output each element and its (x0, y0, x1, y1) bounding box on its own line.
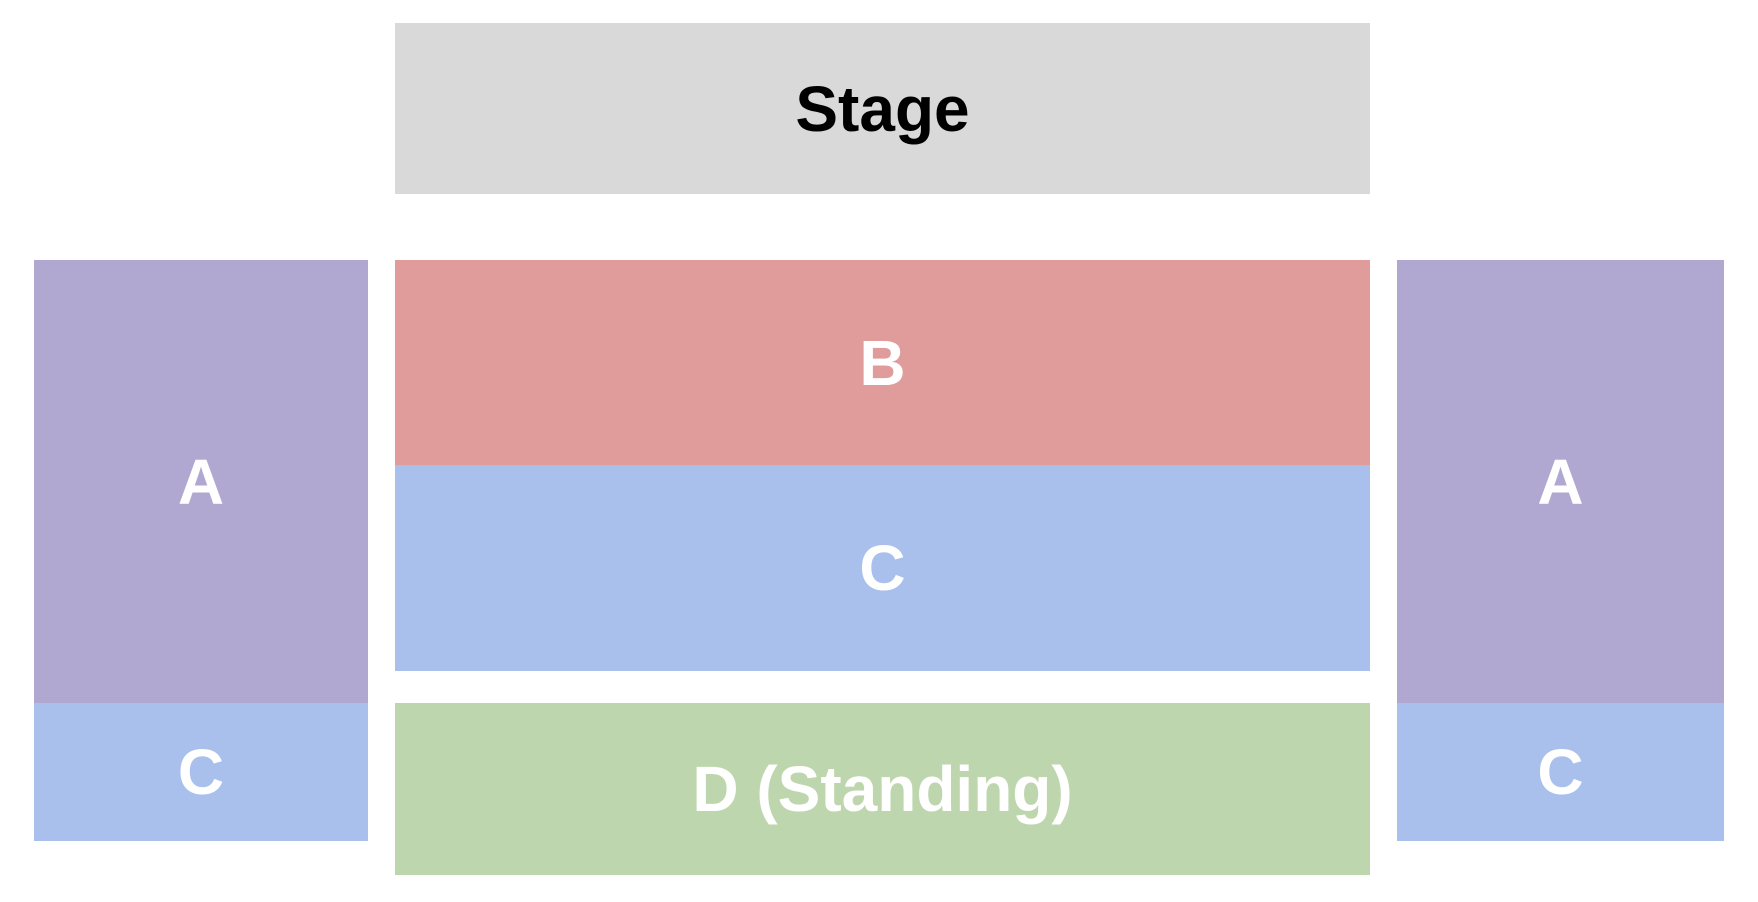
zone-d-standing[interactable]: D (Standing) (395, 703, 1370, 875)
zone-a-right-label: A (1537, 445, 1584, 518)
zone-d-label: D (Standing) (692, 753, 1073, 825)
zone-a-left-label: A (177, 445, 225, 518)
zone-c-left-label: C (177, 736, 225, 808)
zone-c-center[interactable]: C (395, 465, 1370, 671)
stage-area: Stage (395, 23, 1370, 194)
zone-a-left[interactable]: A (34, 260, 368, 703)
zone-b[interactable]: B (395, 260, 1370, 465)
zone-c-right[interactable]: C (1397, 703, 1724, 841)
stage-label: Stage (795, 72, 970, 145)
zone-a-right[interactable]: A (1397, 260, 1724, 703)
zone-b-label: B (859, 326, 906, 399)
zone-c-right-label: C (1537, 736, 1584, 808)
zone-c-left[interactable]: C (34, 703, 368, 841)
zone-c-center-label: C (859, 532, 906, 604)
